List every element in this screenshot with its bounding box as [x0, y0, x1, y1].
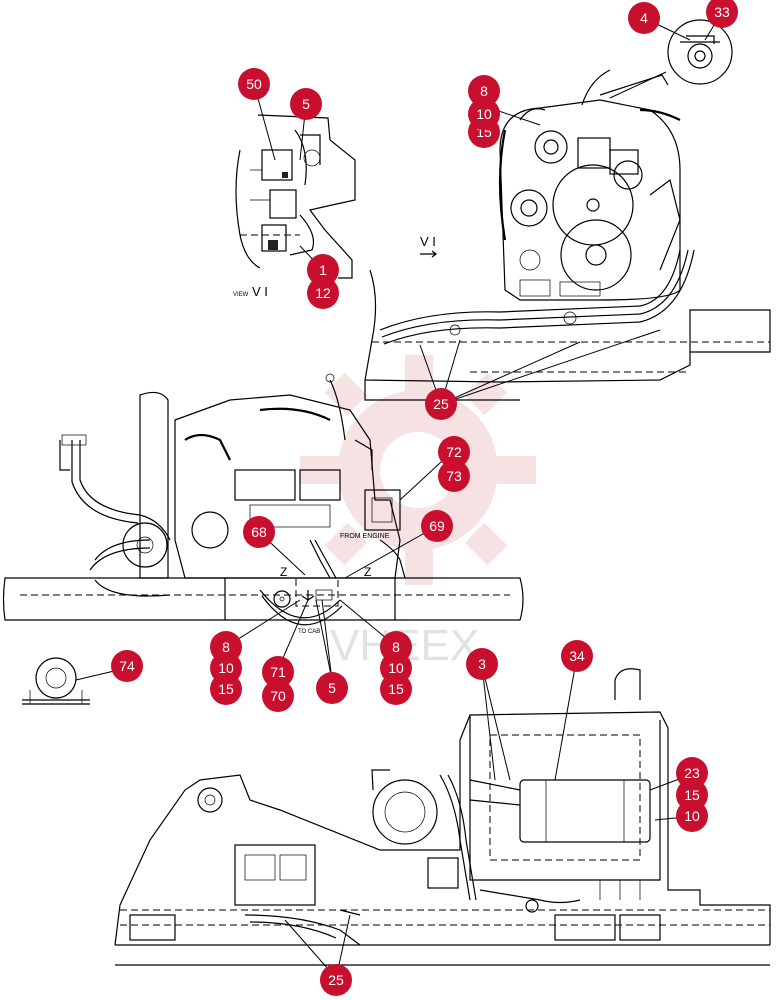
callout-5-top[interactable]: 5: [290, 88, 322, 120]
svg-text:50: 50: [246, 76, 262, 92]
svg-text:8: 8: [222, 639, 230, 655]
callout-74[interactable]: 74: [111, 650, 143, 682]
svg-text:12: 12: [315, 285, 331, 301]
engine-side-view: [2, 373, 524, 626]
svg-text:10: 10: [684, 808, 700, 824]
from-engine-label: FROM ENGINE: [340, 533, 390, 540]
view-caption: V I: [252, 284, 268, 299]
callout-8-top[interactable]: 8: [468, 75, 500, 107]
callout-69[interactable]: 69: [421, 510, 453, 542]
callout-72[interactable]: 72: [438, 436, 470, 468]
section-label-right: Z: [364, 565, 371, 579]
svg-text:15: 15: [684, 787, 700, 803]
svg-text:8: 8: [392, 639, 400, 655]
svg-text:71: 71: [270, 664, 286, 680]
callout-71[interactable]: 71: [262, 656, 294, 688]
svg-text:15: 15: [388, 681, 404, 697]
callout-8-left[interactable]: 8: [210, 631, 242, 663]
callout-23[interactable]: 23: [676, 757, 708, 789]
clamp-detail: [22, 657, 90, 705]
engine-end-view: [364, 69, 771, 401]
svg-text:68: 68: [251, 524, 267, 540]
callout-50[interactable]: 50: [238, 68, 270, 100]
view-arrow-icon: [420, 250, 437, 258]
svg-text:3: 3: [478, 656, 486, 672]
svg-text:15: 15: [218, 681, 234, 697]
callout-8-right[interactable]: 8: [380, 631, 412, 663]
svg-text:5: 5: [302, 96, 310, 112]
detail-inset-view: [667, 19, 733, 85]
svg-text:10: 10: [476, 106, 492, 122]
callout-25-bottom[interactable]: 25: [320, 964, 352, 996]
view-caption-prefix: VIEW: [233, 292, 249, 298]
callout-12[interactable]: 12: [307, 277, 339, 309]
callout-33[interactable]: 33: [706, 0, 738, 28]
callout-73[interactable]: 73: [438, 460, 470, 492]
svg-text:25: 25: [328, 972, 344, 988]
svg-text:5: 5: [328, 680, 336, 696]
svg-text:8: 8: [480, 83, 488, 99]
svg-text:4: 4: [640, 10, 648, 26]
svg-text:34: 34: [569, 648, 585, 664]
upper-structure-view: [114, 668, 771, 966]
section-label-left: Z: [280, 565, 287, 579]
callout-34[interactable]: 34: [561, 640, 593, 672]
callout-10-top[interactable]: 10: [468, 98, 500, 130]
svg-text:70: 70: [270, 688, 286, 704]
watermark-gear-icon: [300, 355, 536, 585]
callout-68[interactable]: 68: [243, 516, 275, 548]
view-vi-detail: [235, 114, 356, 279]
callout-4[interactable]: 4: [628, 2, 660, 34]
svg-text:69: 69: [429, 518, 445, 534]
svg-text:73: 73: [446, 468, 462, 484]
svg-text:33: 33: [714, 4, 730, 20]
callout-3[interactable]: 3: [466, 648, 498, 680]
svg-text:1: 1: [319, 262, 327, 278]
callout-15-bottom[interactable]: 15: [676, 779, 708, 811]
callout-1[interactable]: 1: [307, 254, 339, 286]
svg-text:10: 10: [218, 660, 234, 676]
svg-text:25: 25: [433, 396, 449, 412]
view-marker: V I: [420, 234, 436, 249]
svg-text:10: 10: [388, 660, 404, 676]
to-cab-label: TO CAB: [298, 629, 320, 635]
svg-text:74: 74: [119, 658, 135, 674]
callout-70[interactable]: 70: [262, 680, 294, 712]
callout-25-top[interactable]: 25: [425, 388, 457, 420]
svg-text:72: 72: [446, 444, 462, 460]
callout-5-mid[interactable]: 5: [316, 672, 348, 704]
svg-text:23: 23: [684, 765, 700, 781]
